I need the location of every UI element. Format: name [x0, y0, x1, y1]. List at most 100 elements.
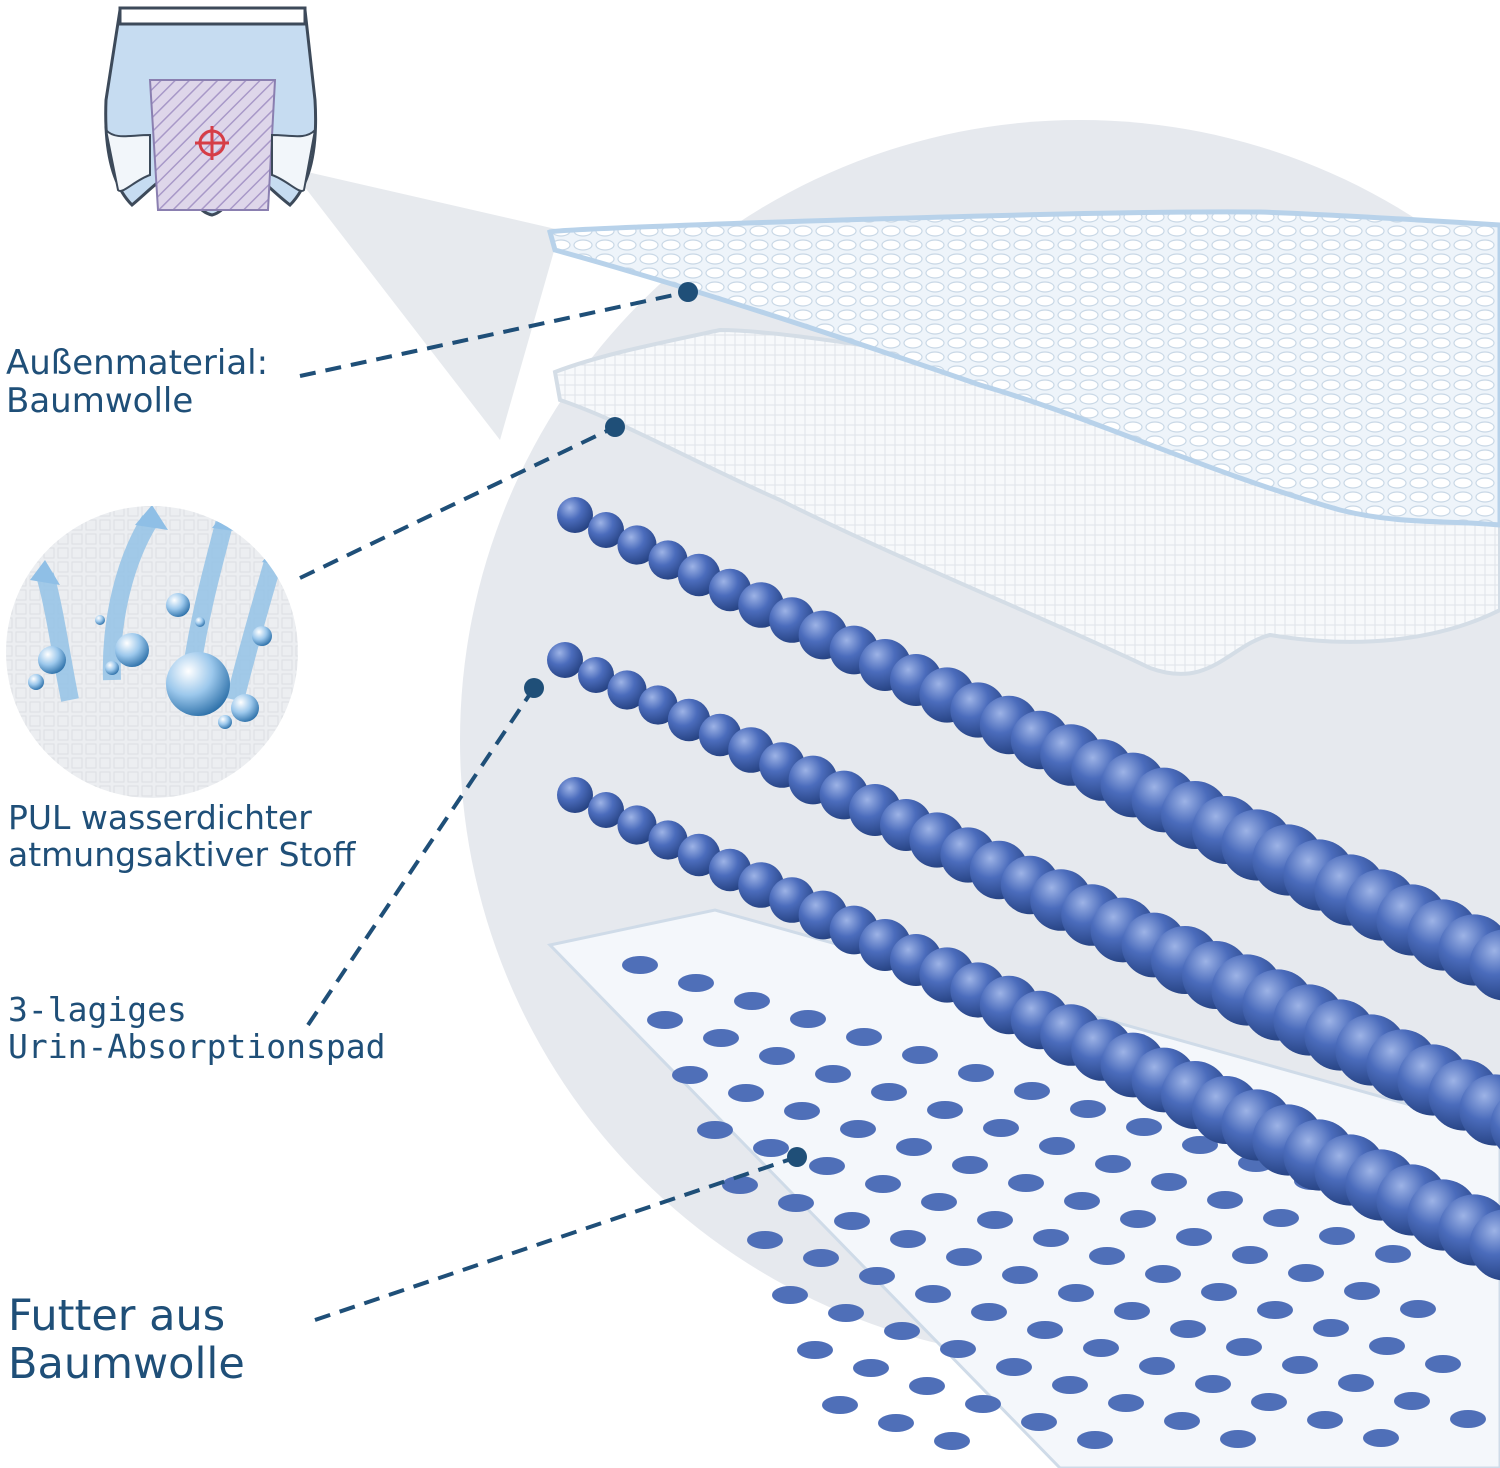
outer-cotton-layer	[546, 209, 1500, 528]
lining-hole	[728, 1084, 764, 1102]
absorbent-bead	[557, 497, 593, 533]
lining-hole	[1077, 1431, 1113, 1449]
lining-hole	[1164, 1412, 1200, 1430]
lining-hole	[1394, 1392, 1430, 1410]
lining-hole	[1288, 1264, 1324, 1282]
lining-hole	[759, 1047, 795, 1065]
lining-hole	[965, 1395, 1001, 1413]
lining-hole	[778, 1194, 814, 1212]
lining-hole	[1257, 1301, 1293, 1319]
absorption-bead-layer-2	[547, 642, 1500, 1150]
leader-pad	[306, 686, 536, 1027]
lining-hole	[697, 1121, 733, 1139]
lining-hole	[1070, 1100, 1106, 1118]
label-pad-line-1: 3-lagiges	[8, 990, 187, 1029]
lining-hole	[971, 1303, 1007, 1321]
label-absorption-pad: 3-lagiges Urin-Absorptionspad	[8, 990, 386, 1066]
lining-hole	[934, 1432, 970, 1450]
lining-hole	[853, 1359, 889, 1377]
absorbent-bead	[588, 512, 624, 548]
lining-hole	[1307, 1411, 1343, 1429]
lining-hole	[859, 1267, 895, 1285]
absorbent-bead	[617, 805, 657, 845]
absorption-bead-layer-3	[557, 777, 1500, 1281]
lining-hole	[809, 1157, 845, 1175]
lining-hole	[1052, 1376, 1088, 1394]
label-pad-line-2: Urin-Absorptionspad	[8, 1026, 386, 1066]
lining-hole	[747, 1231, 783, 1249]
breathable-droplets-icon	[6, 506, 298, 798]
lining-hole	[1089, 1247, 1125, 1265]
lining-hole	[1002, 1266, 1038, 1284]
absorbent-bead	[638, 685, 678, 725]
lining-hole	[946, 1248, 982, 1266]
lining-hole	[1120, 1210, 1156, 1228]
lining-hole	[1126, 1118, 1162, 1136]
lining-hole	[1114, 1302, 1150, 1320]
absorbent-bead	[607, 670, 647, 710]
lining-hole	[784, 1102, 820, 1120]
lining-hole	[996, 1358, 1032, 1376]
lining-hole	[834, 1212, 870, 1230]
absorbent-bead	[578, 657, 614, 693]
absorbent-bead	[557, 777, 593, 813]
lining-hole	[772, 1286, 808, 1304]
label-lining-line-1: Futter aus	[8, 1291, 226, 1341]
label-pul-line-1: PUL wasserdichter	[8, 798, 312, 837]
lining-hole	[722, 1176, 758, 1194]
label-pul-fabric: PUL wasserdichter atmungsaktiver Stoff	[8, 798, 355, 874]
lining-hole	[1282, 1356, 1318, 1374]
lining-hole	[909, 1377, 945, 1395]
lining-hole	[1033, 1229, 1069, 1247]
lining-hole	[940, 1340, 976, 1358]
lining-hole	[865, 1175, 901, 1193]
absorbent-bead	[617, 525, 657, 565]
absorbent-bead	[588, 792, 624, 828]
lining-hole	[1039, 1137, 1075, 1155]
lining-hole	[1319, 1227, 1355, 1245]
lining-hole	[1083, 1339, 1119, 1357]
leader-lining	[314, 1155, 798, 1322]
lining-hole	[977, 1211, 1013, 1229]
lining-hole	[797, 1341, 833, 1359]
lining-hole	[1170, 1320, 1206, 1338]
lining-hole	[1313, 1319, 1349, 1337]
lining-hole	[678, 974, 714, 992]
lining-hole	[927, 1101, 963, 1119]
lining-hole	[958, 1064, 994, 1082]
absorbent-bead	[648, 540, 688, 580]
absorbent-bead	[1469, 1209, 1500, 1281]
lining-hole	[840, 1120, 876, 1138]
lining-hole	[871, 1083, 907, 1101]
label-outer-line-2: Baumwolle	[6, 381, 194, 422]
label-outer-material: Außenmaterial: Baumwolle	[6, 344, 268, 420]
lining-hole	[1263, 1209, 1299, 1227]
lining-hole	[1027, 1321, 1063, 1339]
lining-hole	[902, 1046, 938, 1064]
training-pant-icon	[104, 6, 318, 217]
lining-hole	[1151, 1173, 1187, 1191]
anchor-dot-outer	[678, 282, 698, 302]
lining-hole	[1226, 1338, 1262, 1356]
lining-hole	[1064, 1192, 1100, 1210]
lining-hole	[846, 1028, 882, 1046]
lining-hole	[1232, 1246, 1268, 1264]
lining-hole	[1095, 1155, 1131, 1173]
label-lining-line-2: Baumwolle	[8, 1339, 245, 1390]
lining-hole	[1108, 1394, 1144, 1412]
lining-hole	[1363, 1429, 1399, 1447]
lining-hole	[1008, 1174, 1044, 1192]
lining-hole	[1139, 1357, 1175, 1375]
lining-hole	[703, 1029, 739, 1047]
lining-hole	[1145, 1265, 1181, 1283]
lining-hole	[1425, 1355, 1461, 1373]
anchor-dot-pul	[605, 417, 625, 437]
lining-hole	[1201, 1283, 1237, 1301]
lining-hole	[1176, 1228, 1212, 1246]
lining-hole	[1251, 1393, 1287, 1411]
lining-hole	[1338, 1374, 1374, 1392]
leader-lines	[299, 290, 798, 1322]
lining-hole	[753, 1139, 789, 1157]
absorbent-bead	[1459, 1074, 1500, 1146]
lining-hole	[734, 992, 770, 1010]
